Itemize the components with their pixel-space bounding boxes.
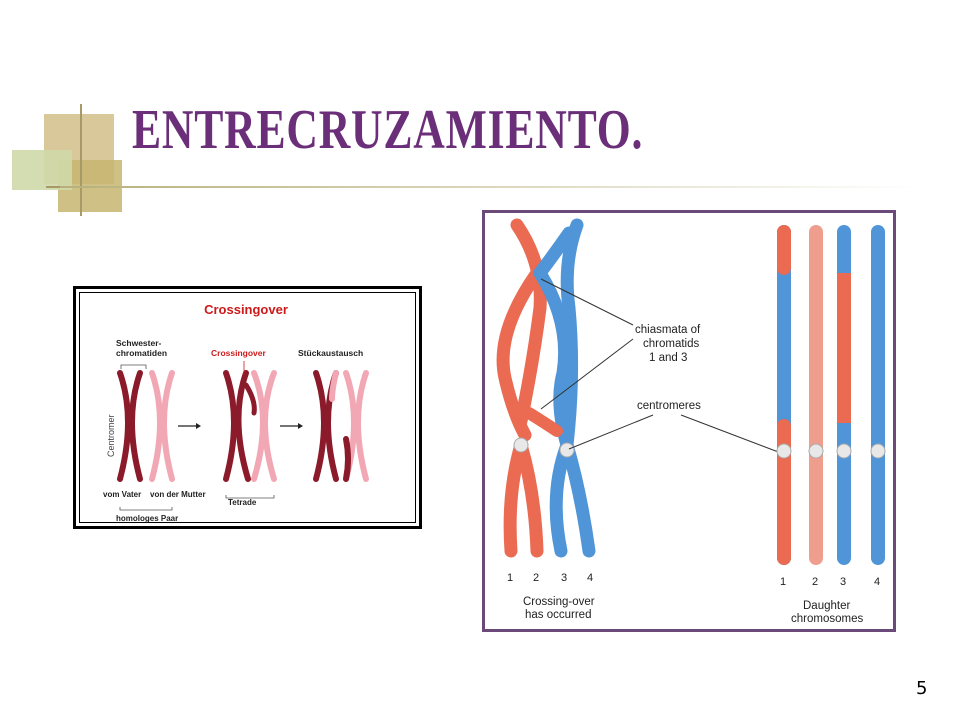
title-underline	[60, 186, 920, 188]
chromosome-group-exchange	[313, 370, 369, 482]
bracket-sister	[120, 364, 147, 369]
bracket-tetrad	[225, 495, 275, 499]
chromatid-number-2: 2	[533, 572, 539, 584]
label-chiasmata-3: 1 and 3	[649, 352, 687, 364]
label-from-mother: von der Mutter	[150, 490, 206, 499]
caption-crossing-over-2: has occurred	[525, 609, 591, 621]
bracket-homologous	[119, 507, 173, 511]
label-sister-chromatids: Schwester-	[116, 338, 162, 348]
daughter-number-1: 1	[780, 576, 786, 588]
chromosome-group-homologous	[117, 370, 175, 482]
arrow-2-head	[298, 423, 303, 429]
figure-heading: Crossingover	[204, 302, 288, 317]
deco-square-green	[12, 150, 72, 190]
caption-daughter-chromosomes: Daughter	[803, 600, 850, 612]
label-centromere: Centromer	[106, 414, 116, 457]
label-exchange: Stückaustausch	[298, 348, 363, 358]
daughter-chromosomes	[776, 225, 886, 565]
deco-vline	[80, 104, 82, 216]
chromosome-group-tetrad	[223, 370, 277, 482]
arrow-1-head	[196, 423, 201, 429]
crossingover-diagram: Crossingover Schwester- chromatiden Cros…	[103, 302, 369, 523]
caption-crossing-over: Crossing-over	[523, 596, 595, 608]
caption-daughter-chromosomes-2: chromosomes	[791, 613, 863, 625]
label-tetrad: Tetrade	[228, 498, 257, 507]
label-homologous-pair: homologes Paar	[116, 514, 178, 523]
label-centromeres: centromeres	[637, 400, 701, 412]
label-crossingover: Crossingover	[211, 348, 266, 358]
daughter-number-3: 3	[840, 576, 846, 588]
slide-title: ENTRECRUZAMIENTO.	[132, 99, 644, 161]
figure-inner-border	[79, 292, 416, 523]
label-from-father: vom Vater	[103, 490, 141, 499]
chiasmata-diagram: chiasmata of chromatids 1 and 3 centrome…	[496, 218, 886, 625]
label-chiasmata: chiasmata of	[635, 324, 701, 336]
daughter-number-4: 4	[874, 576, 880, 588]
daughter-number-2: 2	[812, 576, 818, 588]
pointer-lines	[540, 278, 782, 454]
chiasmata-figure: chiasmata of chromatids 1 and 3 centrome…	[482, 210, 896, 632]
crossing-chromatids	[496, 218, 596, 558]
corner-decoration	[0, 0, 130, 216]
label-sister-chromatids-2: chromatiden	[116, 348, 167, 358]
chromatid-number-1: 1	[507, 572, 513, 584]
chromatid-number-3: 3	[561, 572, 567, 584]
label-chiasmata-2: chromatids	[643, 338, 699, 350]
crossingover-figure: Crossingover Schwester- chromatiden Cros…	[73, 286, 422, 529]
slide-number: 5	[916, 678, 928, 699]
chromatid-number-4: 4	[587, 572, 593, 584]
